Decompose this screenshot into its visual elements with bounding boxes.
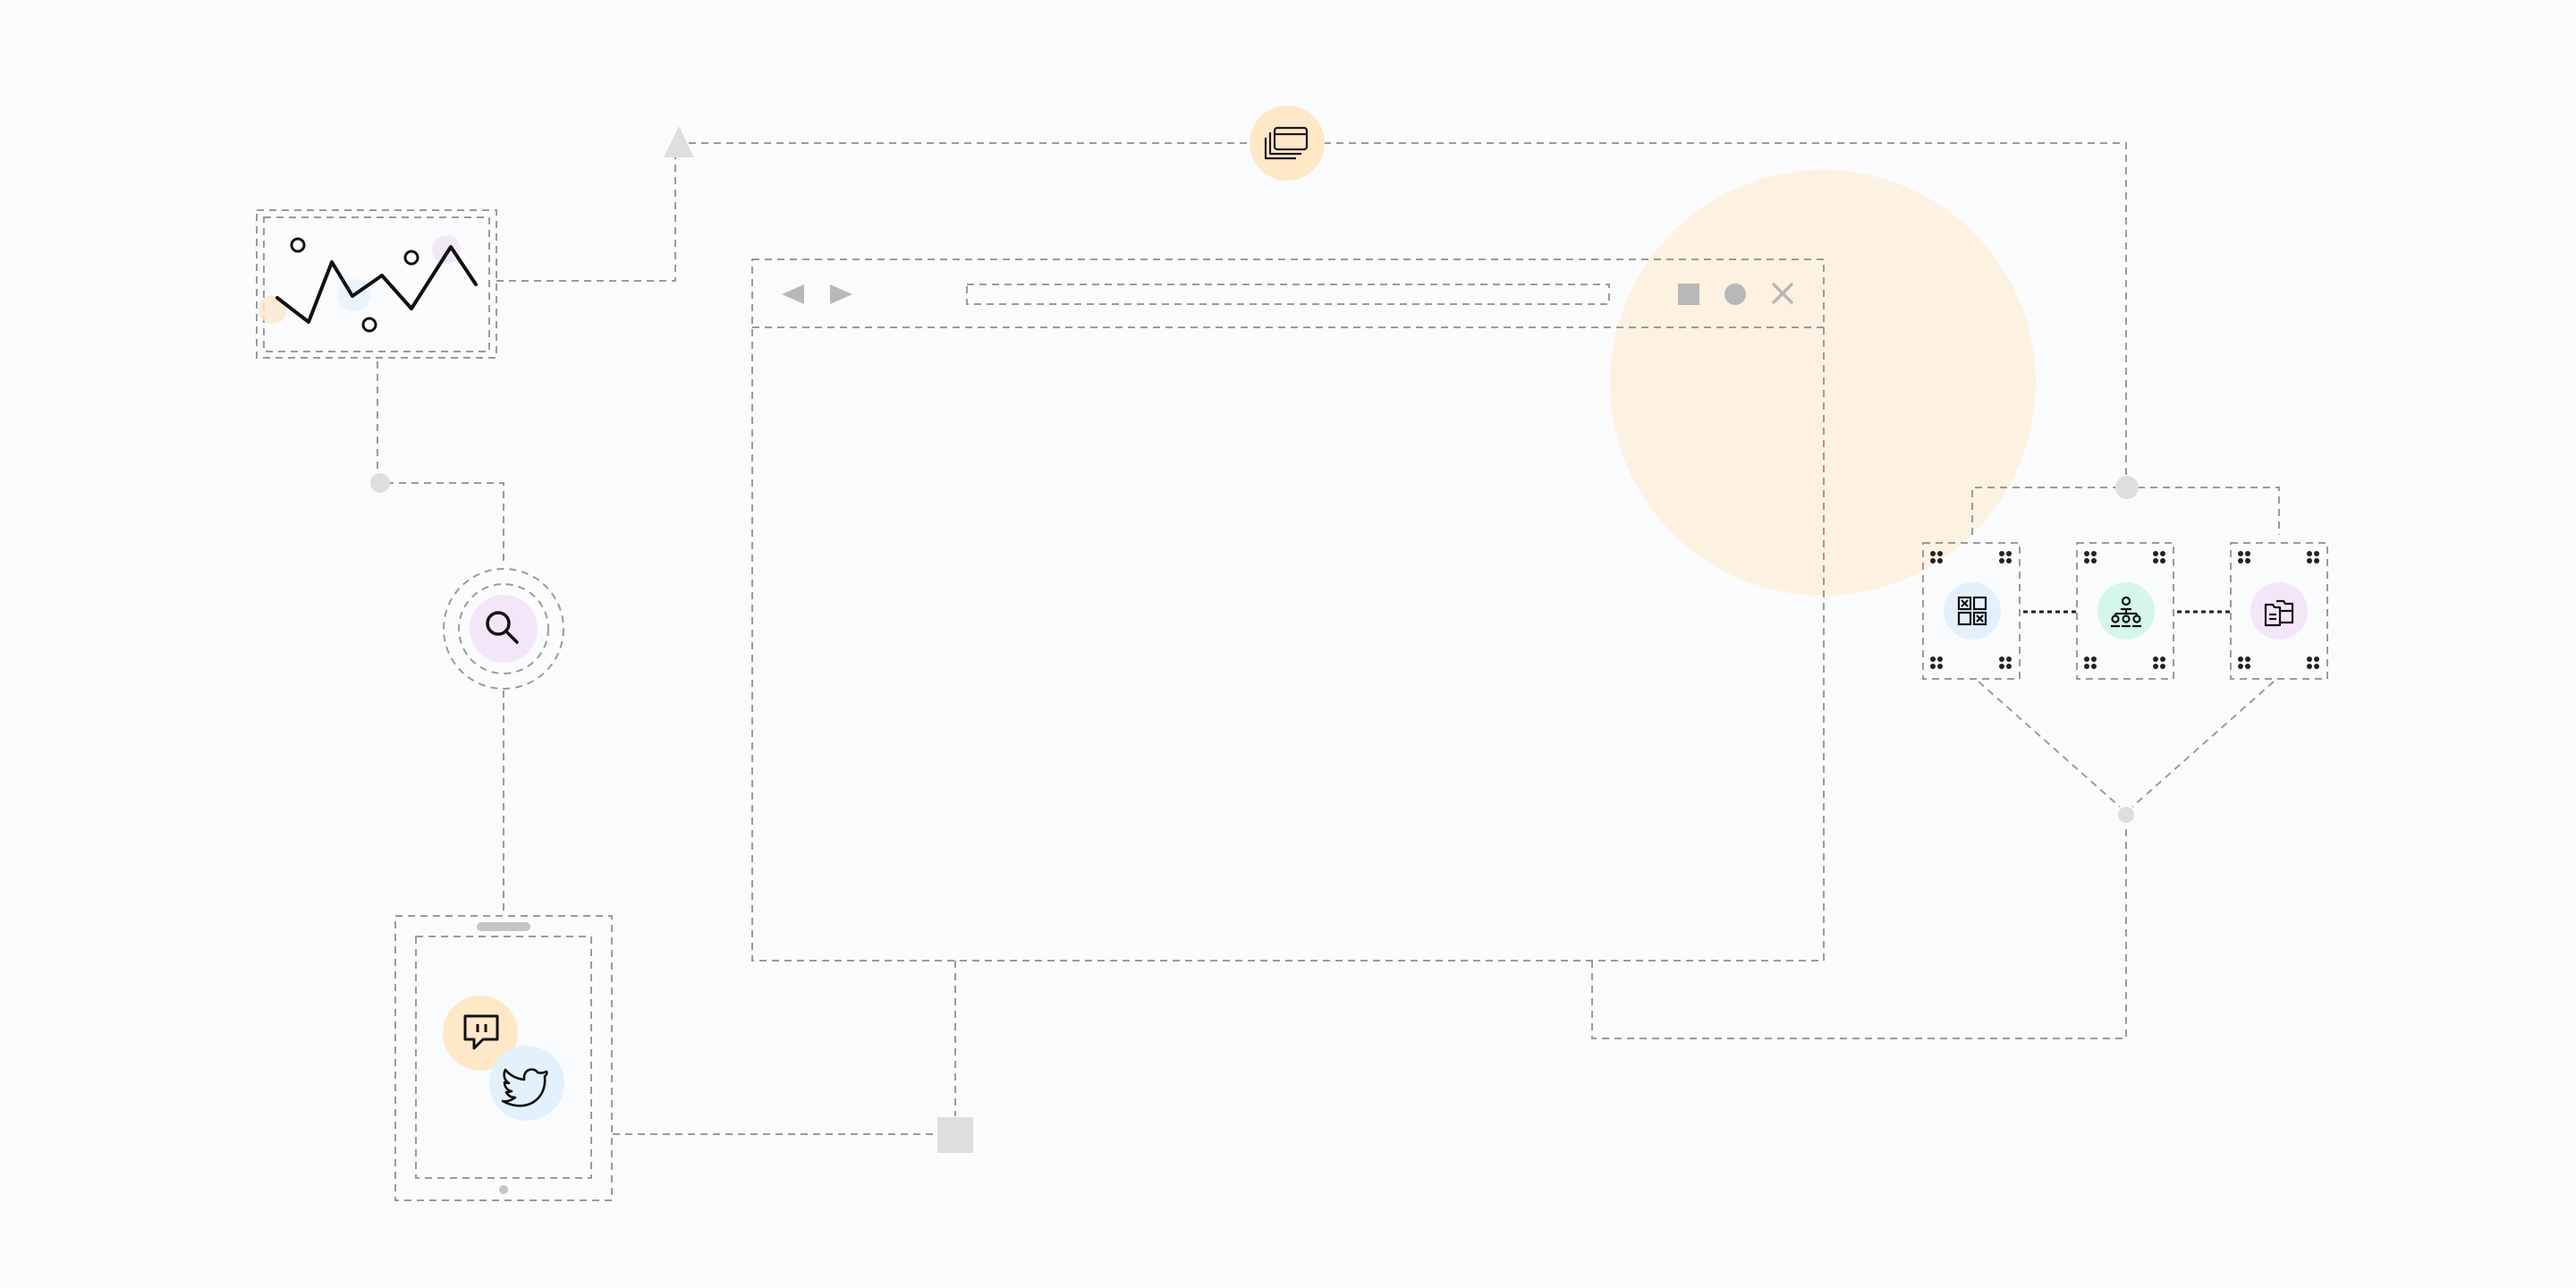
- chart-frame-outer: [256, 209, 497, 359]
- twitch-app-badge[interactable]: [443, 996, 518, 1071]
- back-arrow-icon[interactable]: [782, 284, 804, 304]
- square-marker: [937, 1117, 973, 1153]
- folders-icon: [2264, 599, 2294, 627]
- close-x-icon[interactable]: [1772, 283, 1793, 304]
- phone-device: [394, 915, 613, 1201]
- magnifier-icon: [486, 611, 519, 644]
- chart-point: [290, 237, 306, 253]
- junction-dot-left: [370, 473, 390, 493]
- junction-dot-hub: [2115, 476, 2139, 499]
- phone-speaker: [477, 922, 530, 931]
- chart-widget: [256, 209, 497, 359]
- address-bar[interactable]: [966, 284, 1610, 305]
- module-card-1[interactable]: [1922, 542, 2021, 680]
- chart-point: [361, 317, 377, 333]
- cards-stack-icon: [1264, 126, 1309, 160]
- search-node[interactable]: [443, 568, 564, 690]
- connector-badge-to-hub: [1324, 142, 2127, 476]
- chart-frame-inner: [263, 216, 490, 352]
- triangle-marker: [664, 126, 694, 157]
- connector-module-left-to-merge: [1978, 681, 2121, 808]
- forward-arrow-icon[interactable]: [830, 284, 852, 304]
- browser-window: [751, 258, 1825, 962]
- connector-dot-to-search: [386, 482, 504, 566]
- puzzle-blocks-icon: [1957, 596, 1987, 626]
- cards-badge[interactable]: [1250, 106, 1325, 181]
- junction-dot-merge: [2118, 807, 2134, 823]
- module-card-3[interactable]: [2230, 542, 2328, 680]
- chart-line: [275, 245, 478, 324]
- browser-frame: [751, 258, 1825, 962]
- twitch-icon: [463, 1014, 499, 1050]
- stop-square-icon[interactable]: [1678, 284, 1699, 305]
- chart-point: [403, 250, 419, 266]
- connector-browser-to-merge: [1591, 825, 2127, 1039]
- people-network-icon: [2111, 596, 2141, 628]
- phone-screen: [415, 936, 592, 1179]
- twitter-app-badge[interactable]: [489, 1046, 564, 1121]
- phone-home-dot: [499, 1185, 508, 1194]
- connector-module-right-to-merge: [2131, 681, 2275, 808]
- twitter-bird-icon: [501, 1068, 548, 1107]
- connector-chart-to-triangle: [496, 143, 676, 282]
- record-circle-icon[interactable]: [1724, 284, 1746, 305]
- module-card-2[interactable]: [2076, 542, 2174, 680]
